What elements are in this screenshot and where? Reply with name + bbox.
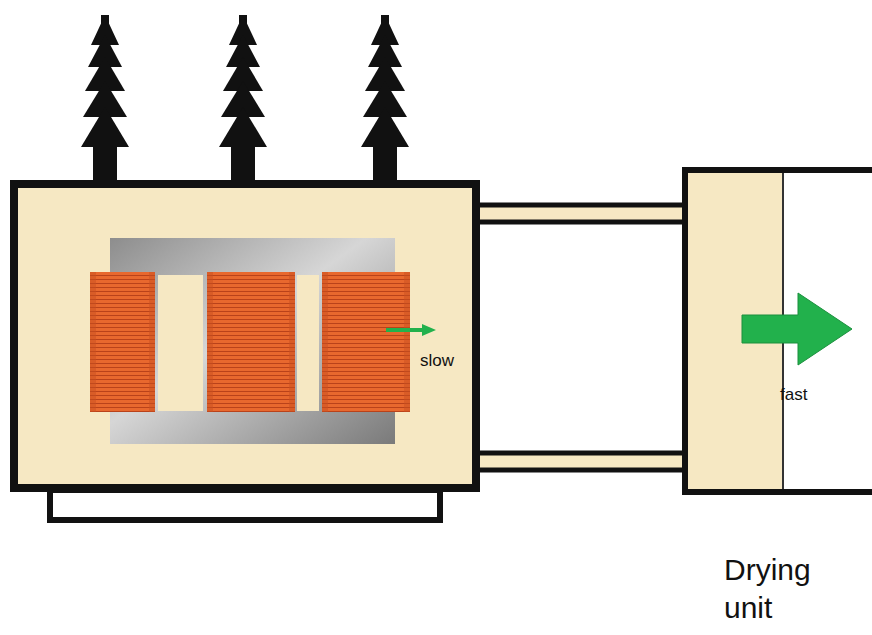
coil [90,272,155,412]
bushing [361,15,409,181]
fast-arrow [688,173,868,473]
pipe [476,453,685,470]
pipe [476,205,685,222]
pipe-wall [476,203,685,208]
fast-arrow [742,293,852,365]
bushing [81,15,129,181]
slow-arrow [386,324,436,336]
unit-label: Drying unit [724,551,844,626]
coil [322,272,410,412]
pipe-wall [476,468,685,473]
bushing [219,15,267,181]
pipe-wall [476,451,685,456]
pipe-wall [476,220,685,225]
speed-label: slow [420,351,454,371]
tank-base [50,490,440,520]
drying-unit: fastDrying unit [682,167,872,495]
transformer-tank: slow [10,180,480,492]
oil-pipe [476,205,685,470]
core-and-coils [18,188,472,484]
speed-label: fast [780,385,807,405]
coil [207,272,295,412]
